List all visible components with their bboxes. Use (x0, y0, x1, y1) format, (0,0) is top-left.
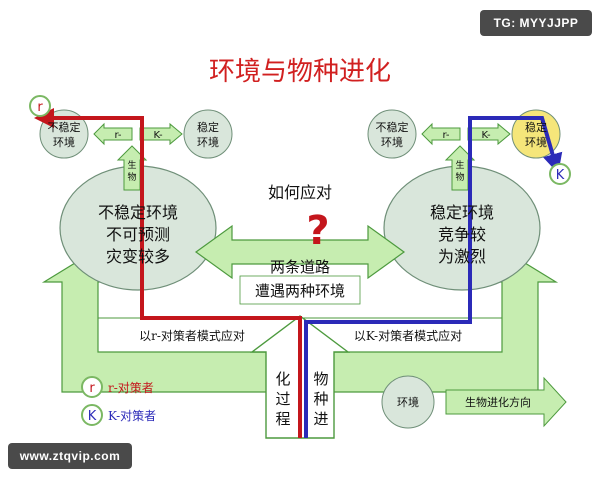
legend-r-marker-label: r (89, 381, 95, 396)
legend-k-marker-label: K (88, 409, 97, 424)
left-small-unstable-text-2: 环境 (53, 135, 75, 149)
left-organism-text-1: 生 (127, 159, 136, 171)
left-base-label: 以r-对策者模式应对 (139, 328, 245, 343)
right-small-unstable-text-1: 不稳定 (376, 120, 409, 134)
legend-r-text: r-对策者 (108, 381, 154, 395)
encounter-text: 遭遇两种环境 (255, 282, 345, 300)
right-organism-text-2: 物 (455, 171, 464, 183)
left-small-stable-text-2: 环境 (197, 135, 219, 149)
left-r-arrow-label: r- (114, 130, 121, 141)
legend-direction-text: 生物进化方向 (465, 395, 531, 409)
legend-k-marker (81, 404, 103, 426)
two-roads-arrow (194, 224, 406, 280)
left-small-stable-text-1: 稳定 (197, 120, 219, 134)
evolution-left-2: 过 (275, 390, 290, 408)
left-big-text-1: 不稳定环境 (98, 203, 178, 222)
r-strategy-path (34, 108, 302, 438)
left-r-arrow (93, 122, 133, 146)
right-r-arrow-label: r- (442, 130, 449, 141)
encounter-box (239, 275, 361, 305)
legend-r-marker (81, 376, 103, 398)
evolution-left-3: 程 (275, 410, 290, 428)
right-k-arrow (467, 122, 511, 146)
right-small-unstable-text-2: 环境 (381, 135, 403, 149)
left-small-unstable-text-1: 不稳定 (48, 120, 81, 134)
question-text: 如何应对 (268, 183, 332, 202)
right-small-stable-text-1: 稳定 (525, 120, 547, 134)
legend-k-text: K-对策者 (108, 409, 156, 423)
left-big-text-3: 灾变较多 (106, 247, 170, 266)
right-small-stable-node (511, 109, 561, 159)
right-big-text-2: 竞争较 (438, 225, 486, 244)
left-big-text-2: 不可预测 (106, 225, 170, 244)
question-mark: ? (306, 208, 329, 254)
right-big-text-3: 为激烈 (438, 247, 486, 266)
right-r-arrow (421, 122, 461, 146)
watermark-bottom: www.ztqvip.com (8, 443, 132, 469)
r-marker (29, 95, 51, 117)
evolution-left-1: 化 (275, 370, 290, 388)
right-base-label: 以K-对策者模式应对 (354, 328, 462, 343)
diagram-title: 环境与物种进化 (209, 57, 391, 87)
evolution-right-1: 物 (313, 370, 328, 388)
evolution-right-3: 进 (313, 410, 328, 428)
legend-environment-text: 环境 (397, 395, 419, 409)
watermark-top: TG: MYYJJPP (480, 10, 592, 36)
left-organism-text-2: 物 (127, 171, 136, 183)
r-marker-label: r (37, 100, 43, 115)
two-roads-text: 两条道路 (270, 258, 330, 276)
k-strategy-path (304, 116, 563, 438)
legend-direction-arrow (445, 376, 567, 428)
evolution-right-2: 种 (313, 390, 328, 408)
right-k-arrow-label: K- (481, 130, 491, 141)
left-small-stable-node (183, 109, 233, 159)
right-small-unstable-node (367, 109, 417, 159)
left-k-arrow (139, 122, 183, 146)
right-big-text-1: 稳定环境 (430, 203, 494, 222)
right-small-stable-text-2: 环境 (525, 135, 547, 149)
right-organism-text-1: 生 (455, 159, 464, 171)
k-marker-label: K (556, 168, 565, 183)
legend-environment-node (381, 375, 435, 429)
left-k-arrow-label: K- (153, 130, 163, 141)
k-marker (549, 163, 571, 185)
